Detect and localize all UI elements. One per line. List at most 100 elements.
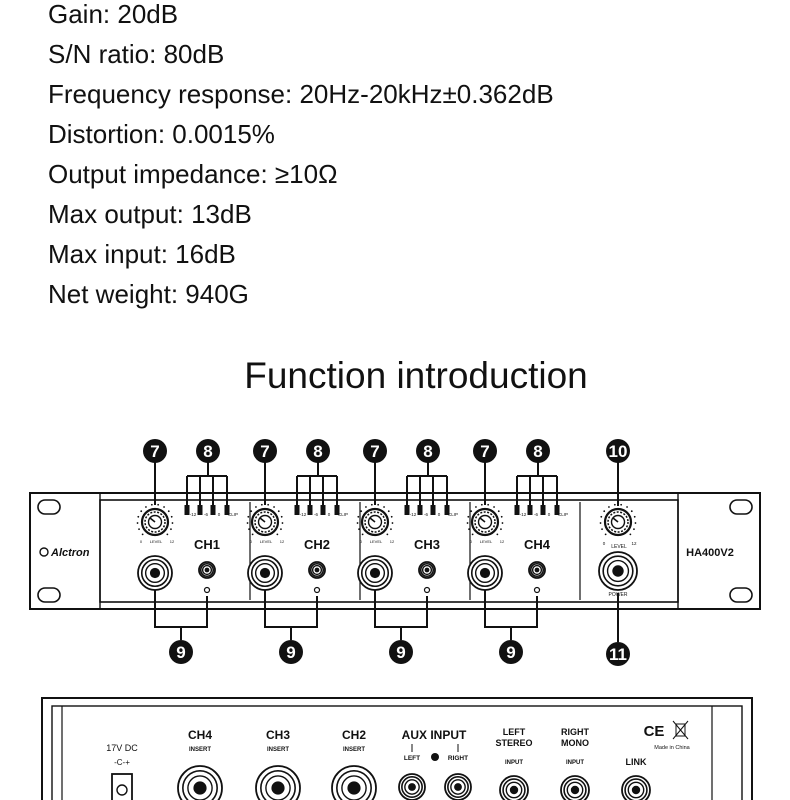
callout-9-label: 9 [176,643,185,662]
knob-scale-level: LEVEL [480,539,493,544]
aux-right-label: RIGHT [448,755,468,762]
callout-8: 8 [416,439,440,463]
master-scale-max: 12 [631,541,637,546]
input-jack-xlr [467,555,503,591]
led-label: CLIP [448,512,458,517]
front-panel-face [99,499,679,603]
callout-9-label: 9 [396,643,405,662]
insert-jack [331,765,377,800]
led-indicator [540,505,546,515]
led-label: 0 [438,512,441,517]
spec-net-weight: Net weight: 940G [48,279,249,309]
knob-scale-max: 12 [390,539,395,544]
jack-screw [423,586,431,594]
led-indicator [334,505,340,515]
led-label: 0 [218,512,221,517]
right-mono-l1: RIGHT [561,727,590,737]
callout-8: 8 [196,439,220,463]
insert-jack [255,765,301,800]
spec-distortion: Distortion: 0.0015% [48,119,275,149]
insert-jack [177,765,223,800]
led-label: -12 [300,512,307,517]
aux-left-jack [398,773,426,800]
aux-title: AUX INPUT [402,728,467,742]
spec-max-input: Max input: 16dB [48,239,236,269]
input-jack-xlr [247,555,283,591]
callout-8-label: 8 [423,442,432,461]
spec-frequency-response: Frequency response: 20Hz-20kHz±0.362dB [48,79,554,109]
input-jack-xlr [357,555,393,591]
callout-7-label: 7 [150,442,159,461]
rack-slot-top-left [37,499,61,515]
callout-7: 7 [473,439,497,463]
knob-scale-min: 0 [360,539,363,544]
left-stereo-sub: INPUT [505,760,523,766]
master-scale-level: LEVEL [611,544,627,550]
section-title: Function introduction [244,355,588,396]
level-knob [246,503,284,537]
level-knob [466,503,504,537]
callout-9-label: 9 [286,643,295,662]
dc-jack [111,773,133,800]
spec-gain: Gain: 20dB [48,0,179,29]
led-label: CLIP [338,512,348,517]
jack-screw [203,586,211,594]
ce-mark: CE [644,723,665,740]
callout-8: 8 [526,439,550,463]
led-label: 0 [548,512,551,517]
rear-channel-name: CH2 [342,728,366,742]
spec-output-impedance: Output impedance: ≥10Ω [48,159,338,189]
led-label: -6 [424,512,428,517]
led-label: -12 [410,512,417,517]
led-label: -12 [520,512,527,517]
knob-scale-max: 12 [500,539,505,544]
front-master-section: 0LEVEL12POWER1011 [579,439,638,666]
right-mono-sub: INPUT [566,760,584,766]
led-indicator [554,505,560,515]
output-jack [198,561,216,579]
link-jack [621,775,651,800]
callout-7: 7 [253,439,277,463]
brand-name: Alctron [50,547,90,559]
aux-link-icon [431,753,439,761]
led-label: -6 [204,512,208,517]
callout-9: 9 [279,640,303,664]
callout-9: 9 [389,640,413,664]
rear-channel-sub: INSERT [343,747,365,753]
led-label: -6 [534,512,538,517]
master-scale-min: 0 [603,541,606,546]
level-knob [136,503,174,537]
led-indicator [444,505,450,515]
led-label: CLIP [558,512,568,517]
right-mono-jack [560,775,590,800]
rack-slot-bottom-left [37,587,61,603]
led-indicator [417,505,423,515]
master-level-knob [599,503,637,537]
led-indicator [514,505,520,515]
left-stereo-l2: STEREO [495,738,532,748]
led-label: 0 [328,512,331,517]
rear-panel: 17V DC-C-+CH4INSERTCH3INSERTCH2INSERTAUX… [41,697,753,800]
channel-label: CH2 [304,537,330,552]
channel-label: CH4 [524,537,551,552]
input-jack-xlr [137,555,173,591]
left-stereo-l1: LEFT [503,727,526,737]
knob-scale-min: 0 [140,539,143,544]
spec-max-output: Max output: 13dB [48,199,252,229]
brand-logo-icon [39,547,49,557]
callout-10: 10 [606,439,630,463]
channel-label: CH1 [194,537,220,552]
rear-channel-sub: INSERT [189,747,211,753]
led-label: -12 [190,512,197,517]
callout-8-label: 8 [533,442,542,461]
led-indicator [320,505,326,515]
led-indicator [527,505,533,515]
